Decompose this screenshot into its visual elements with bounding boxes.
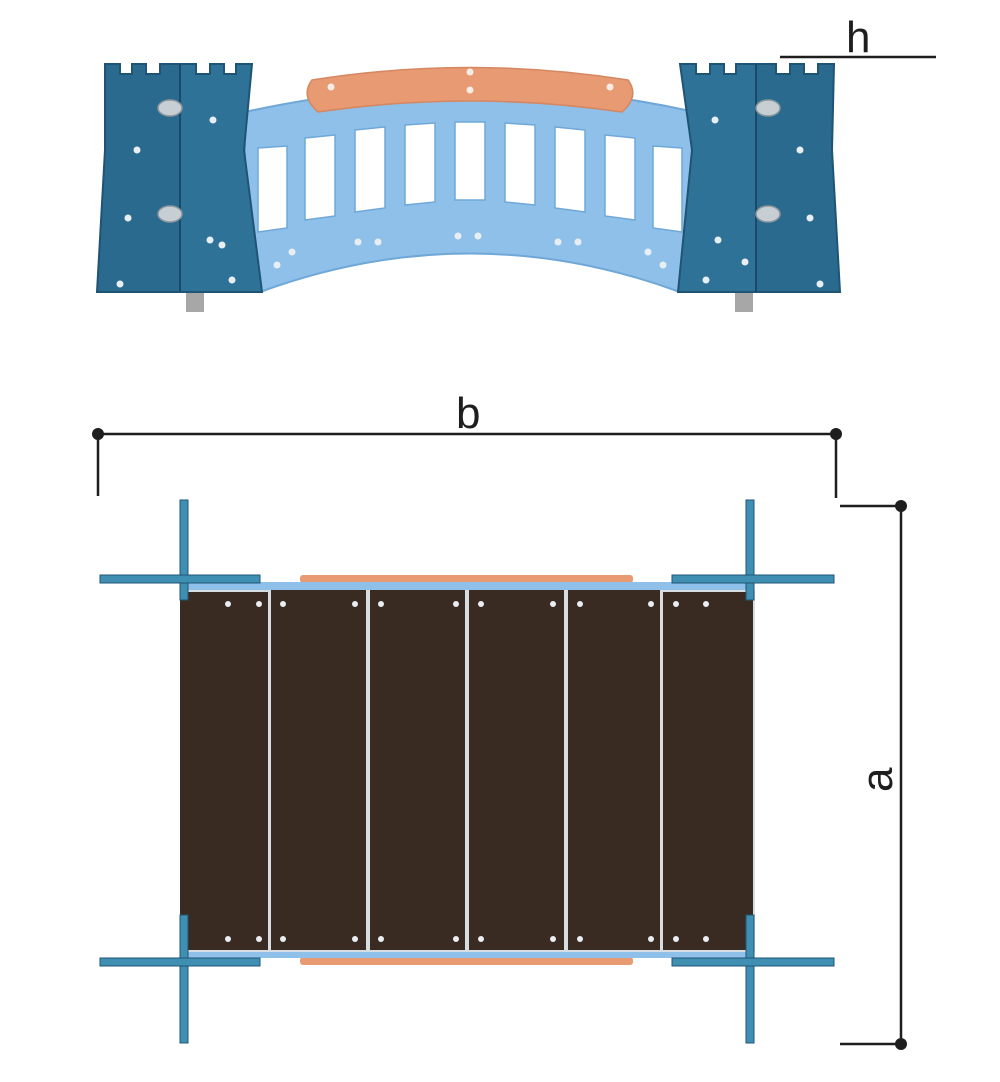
bottom-railing-edge: [185, 950, 753, 958]
railing-opening: [652, 145, 683, 233]
bottom-handrail-edge: [300, 957, 633, 965]
top-plan-view: b a: [92, 389, 907, 1050]
railing-opening: [504, 122, 536, 206]
railing-opening: [454, 121, 486, 201]
right-tower-front: [755, 63, 842, 293]
railing-bolts: [273, 232, 667, 269]
deck-board: [370, 590, 465, 950]
width-dimension-label: b: [456, 389, 480, 438]
left-tower-front: [179, 63, 264, 293]
corner-post-bottom-left: [99, 914, 261, 1044]
left-tower-handle: [157, 99, 183, 117]
left-leg: [186, 290, 204, 312]
right-tower-bolts: [702, 116, 824, 288]
railing-opening: [404, 122, 436, 206]
deck-board: [663, 592, 753, 950]
deck-screws: [225, 601, 709, 942]
height-dimension-label: h: [846, 13, 870, 62]
left-tower: [95, 63, 181, 293]
deck-board: [568, 590, 660, 950]
deck-board: [180, 592, 268, 950]
railing-openings: [257, 121, 683, 233]
side-elevation-view: h: [95, 13, 936, 312]
deck-board: [469, 590, 564, 950]
corner-post-bottom-right: [671, 914, 835, 1044]
handrail-bolts: [327, 68, 614, 94]
right-tower-handle: [755, 205, 781, 223]
corner-post-top-left: [99, 499, 261, 601]
corner-post-top-right: [671, 499, 835, 601]
top-railing-edge: [185, 582, 753, 590]
left-tower-bolts: [116, 116, 236, 288]
railing-opening: [604, 134, 636, 221]
railing-opening: [354, 126, 386, 213]
depth-dimension-label: a: [853, 767, 902, 792]
railing-opening: [554, 126, 586, 213]
right-tower: [676, 63, 757, 293]
railing-opening: [304, 134, 336, 221]
right-leg: [735, 290, 753, 312]
deck-board: [271, 590, 366, 950]
top-handrail-edge: [300, 575, 633, 583]
railing-opening: [257, 145, 288, 233]
deck-boards: [180, 590, 753, 950]
right-tower-handle: [755, 99, 781, 117]
left-tower-handle: [157, 205, 183, 223]
